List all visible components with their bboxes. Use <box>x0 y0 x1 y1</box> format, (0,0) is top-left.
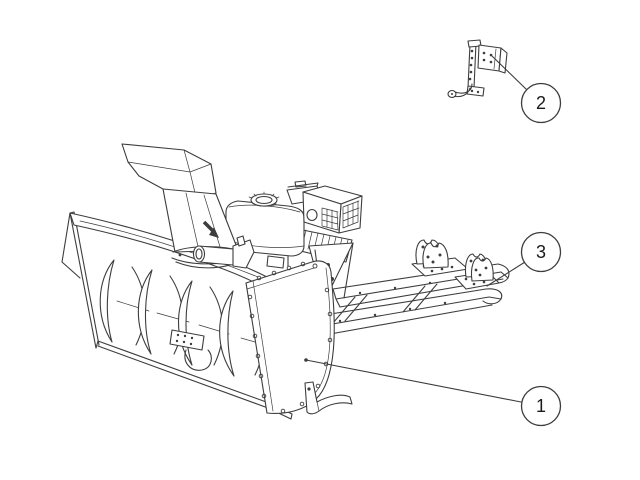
callout-3-label[interactable]: 3 <box>536 242 546 262</box>
callout-1-circle[interactable] <box>520 385 562 427</box>
leader-line-2 <box>491 55 528 91</box>
discharge-chute <box>121 143 244 269</box>
leader-line-1 <box>305 359 522 403</box>
callout-3[interactable]: 3 <box>520 231 562 273</box>
chute-neck <box>162 188 239 253</box>
direction-arrow <box>202 220 219 238</box>
auger-gearbox <box>169 329 205 351</box>
engine <box>225 180 363 269</box>
chute-crank-tube <box>192 235 255 269</box>
callout-1-label[interactable]: 1 <box>536 396 546 416</box>
leader-dot-1 <box>304 358 308 362</box>
u-bracket-front-plate <box>422 242 449 269</box>
callout-leaders <box>304 55 528 403</box>
leader-line-3 <box>486 261 526 287</box>
auger-housing-side-panel <box>245 260 335 414</box>
callout-2-label[interactable]: 2 <box>536 93 546 113</box>
callout-3-circle[interactable] <box>520 231 562 273</box>
fuel-cap <box>248 191 280 207</box>
callout-2-circle[interactable] <box>520 82 562 124</box>
muffler-shield <box>302 185 363 234</box>
callout-2[interactable]: 2 <box>520 82 562 124</box>
chute-crank-bracket <box>447 39 508 99</box>
skid-shoe <box>304 381 353 415</box>
callout-1[interactable]: 1 <box>520 385 562 427</box>
